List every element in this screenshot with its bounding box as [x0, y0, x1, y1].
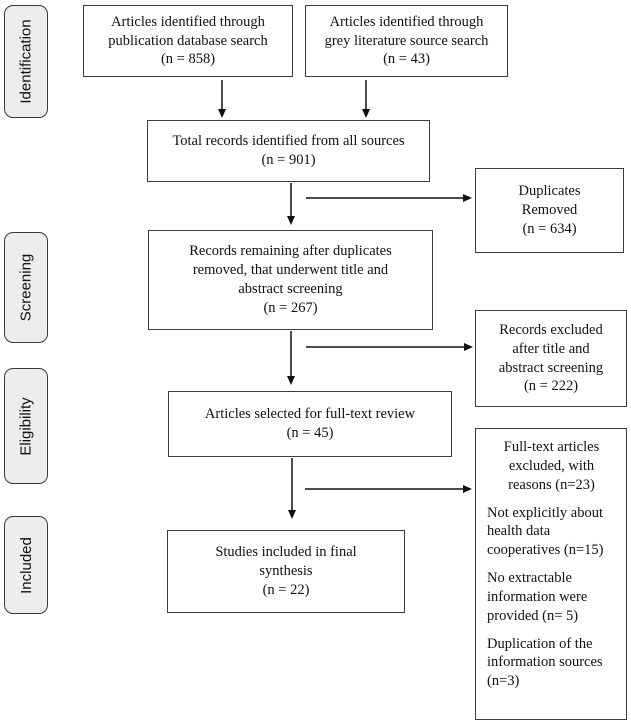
box-full-text-review: Articles selected for full-text review (…	[168, 391, 452, 457]
stage-label-eligibility: Eligibility	[4, 368, 48, 484]
box-database-search-text: Articles identified through publication …	[108, 13, 268, 68]
stage-label-identification-text: Identification	[17, 19, 35, 104]
box-duplicates-removed: Duplicates Removed (n = 634)	[475, 168, 624, 253]
box-full-text-excluded-title: Full-text articles excluded, with reason…	[503, 439, 600, 493]
box-full-text-review-text: Articles selected for full-text review (…	[204, 406, 416, 441]
box-records-remaining-text: Records remaining after duplicates remov…	[189, 243, 392, 316]
box-database-search: Articles identified through publication …	[83, 5, 293, 77]
box-full-text-excluded: Full-text articles excluded, with reason…	[475, 428, 627, 720]
exclusion-reason-not-explicit: Not explicitly about health data coopera…	[487, 504, 604, 559]
box-final-synthesis-text: Studies included in final synthesis (n =…	[215, 544, 357, 598]
stage-label-included-text: Included	[17, 536, 35, 594]
box-duplicates-removed-text: Duplicates Removed (n = 634)	[518, 183, 581, 237]
box-records-excluded: Records excluded after title and abstrac…	[475, 310, 627, 407]
stage-label-screening: Screening	[4, 232, 48, 343]
stage-label-eligibility-text: Eligibility	[17, 396, 35, 456]
stage-label-included: Included	[4, 516, 48, 614]
box-total-records-text: Total records identified from all source…	[172, 133, 405, 168]
box-final-synthesis: Studies included in final synthesis (n =…	[167, 530, 405, 613]
exclusion-reason-duplication: Duplication of the information sources (…	[487, 635, 603, 690]
box-grey-literature-text: Articles identified through grey literat…	[324, 13, 489, 68]
stage-label-screening-text: Screening	[17, 253, 35, 322]
stage-label-identification: Identification	[4, 5, 48, 118]
box-grey-literature: Articles identified through grey literat…	[305, 5, 508, 77]
box-total-records: Total records identified from all source…	[147, 120, 430, 182]
box-records-excluded-text: Records excluded after title and abstrac…	[498, 321, 604, 395]
box-records-remaining: Records remaining after duplicates remov…	[148, 230, 433, 330]
exclusion-reason-no-extractable: No extractable information were provided…	[487, 570, 588, 624]
